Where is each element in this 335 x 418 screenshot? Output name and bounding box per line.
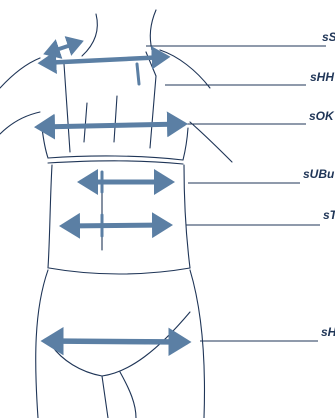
back-width-label: sHH — [310, 70, 334, 84]
shoulder-label: sS — [322, 30, 335, 44]
back-length-tick — [137, 64, 139, 84]
chest-arrow — [39, 124, 183, 127]
shoulder-arrow — [42, 57, 166, 63]
hip-arrow — [46, 341, 186, 342]
underbust-label: sUBu — [303, 167, 335, 181]
waist-label: sT — [323, 208, 335, 222]
hip-label: sH — [321, 325, 335, 339]
chest-label: sOK — [309, 109, 335, 123]
shoulder-diagonal-arrow — [47, 42, 80, 53]
waist-arrow — [64, 225, 168, 226]
torso-outline — [0, 10, 232, 418]
